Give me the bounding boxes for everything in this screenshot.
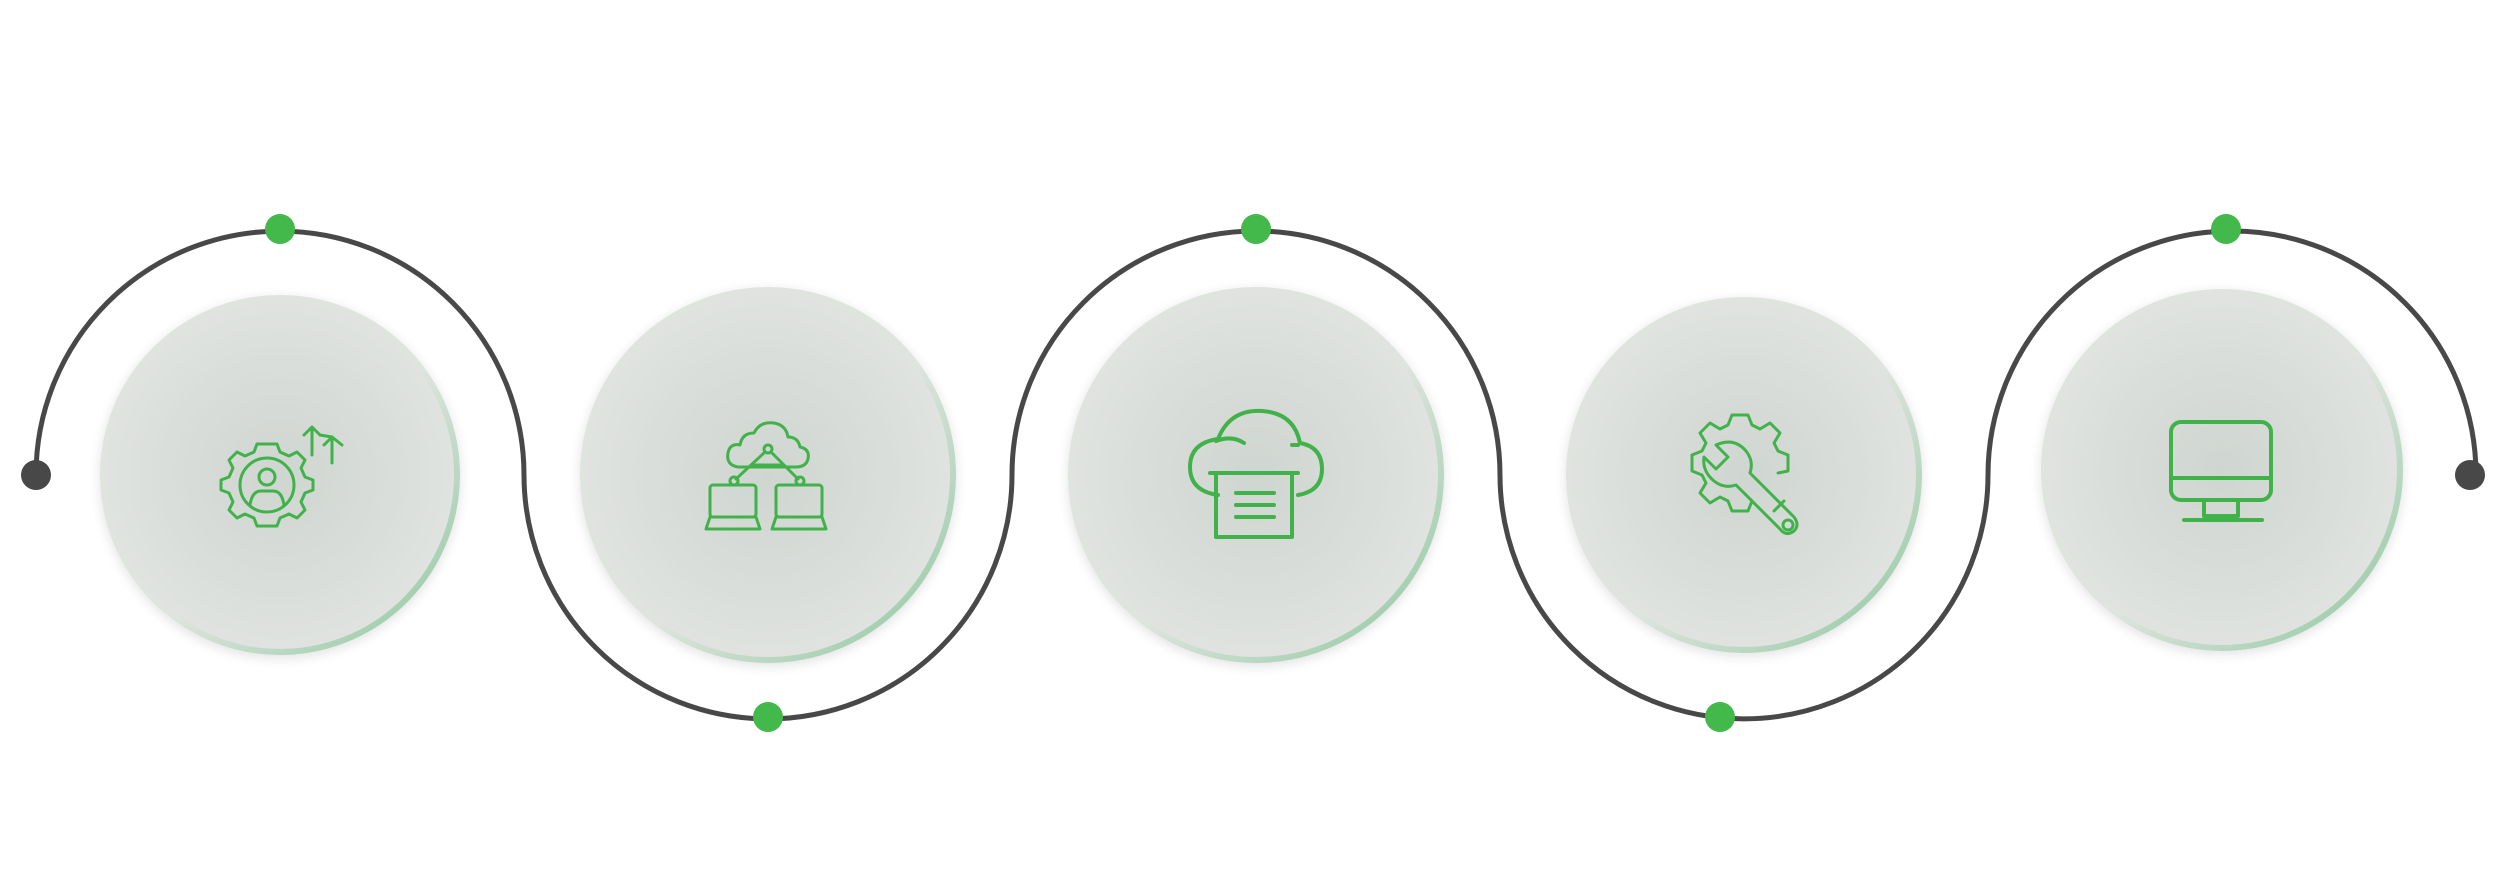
step-5	[2041, 289, 2403, 651]
cloud-network-laptops-icon	[704, 421, 828, 531]
start-endpoint-dot	[21, 460, 51, 490]
step-4-circle	[1566, 297, 1922, 653]
step-2-circle	[580, 287, 956, 663]
gear-user-upgrade-icon	[219, 425, 344, 528]
milestone-dot-3	[1241, 214, 1271, 244]
milestone-dot-5	[2211, 214, 2241, 244]
cloud-server-icon	[1188, 408, 1324, 539]
milestone-dot-4	[1705, 702, 1735, 732]
end-endpoint-dot	[2455, 460, 2485, 490]
milestone-dot-1	[265, 214, 295, 244]
milestone-dot-2	[753, 702, 783, 732]
step-5-circle	[2041, 289, 2403, 651]
step-3	[1068, 287, 1444, 663]
step-1	[100, 295, 460, 655]
gear-wrench-icon	[1690, 413, 1799, 536]
step-2	[580, 287, 956, 663]
desktop-monitor-icon	[2169, 420, 2273, 522]
step-4	[1566, 297, 1922, 653]
step-1-circle	[100, 295, 460, 655]
